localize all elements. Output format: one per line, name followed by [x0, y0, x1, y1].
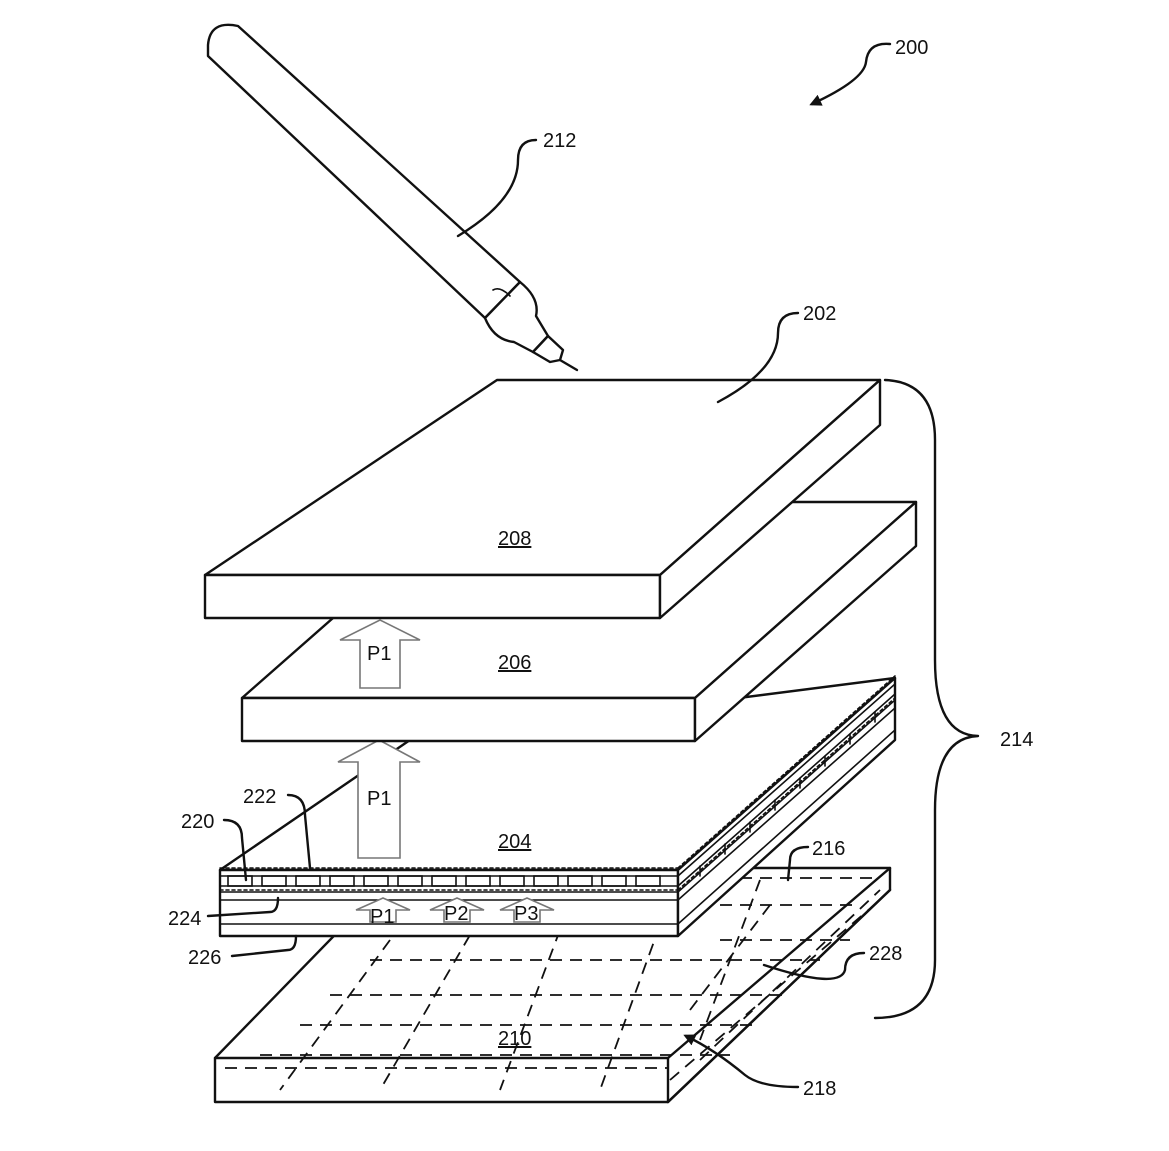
ref-214: 214	[1000, 729, 1033, 751]
ref-218: 218	[803, 1078, 836, 1100]
arrow-p1-lower	[337, 739, 421, 859]
arrow-label-p3-small: P3	[514, 903, 538, 925]
arrow-label-p2-small: P2	[444, 903, 468, 925]
arrow-label-p1-lower: P1	[367, 788, 391, 810]
ref-206: 206	[498, 652, 531, 674]
ref-208: 208	[498, 528, 531, 550]
layer-208	[203, 378, 882, 620]
ref-220: 220	[181, 811, 214, 833]
leader-lines	[206, 42, 892, 1089]
arrow-p2-small	[429, 897, 485, 923]
ref-226: 226	[188, 947, 221, 969]
cell-row	[227, 875, 661, 887]
arrow-label-p1-small: P1	[370, 906, 394, 928]
stylus	[206, 23, 579, 372]
ref-224: 224	[168, 908, 201, 930]
ref-204: 204	[498, 831, 531, 853]
ref-212: 212	[543, 130, 576, 152]
brace-214	[873, 378, 980, 1020]
ref-210: 210	[498, 1028, 531, 1050]
layer-204	[218, 675, 897, 938]
ref-202: 202	[803, 303, 836, 325]
arrow-label-p1-upper: P1	[367, 643, 391, 665]
ref-200: 200	[895, 37, 928, 59]
arrow-p1-upper	[339, 619, 421, 689]
arrow-p3-small	[499, 897, 555, 923]
ref-228: 228	[869, 943, 902, 965]
ref-222: 222	[243, 786, 276, 808]
arrow-p1-small	[355, 897, 411, 923]
ref-216: 216	[812, 838, 845, 860]
